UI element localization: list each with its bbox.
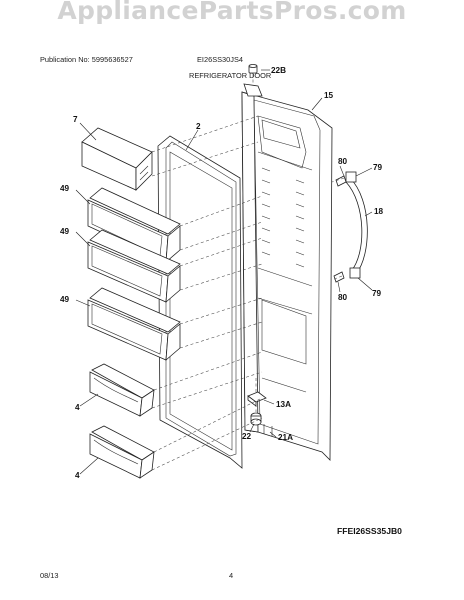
callout-79-upper: 79	[373, 163, 383, 172]
door-handle[interactable]	[345, 171, 368, 279]
leader-lines	[75, 69, 373, 475]
lower-hinge-bracket[interactable]	[247, 391, 267, 407]
callout-7: 7	[73, 115, 78, 124]
callout-4-lower: 4	[75, 471, 80, 480]
watermark: AppliancePartsPros.com	[57, 0, 407, 25]
dairy-bin[interactable]	[81, 127, 153, 191]
door-assembly[interactable]	[241, 83, 333, 461]
model-number: EI26SS30JS4	[197, 55, 244, 64]
assembly-lines	[151, 115, 345, 471]
callout-18: 18	[374, 207, 384, 216]
callout-49-upper: 49	[60, 184, 70, 193]
handle-screw-lower[interactable]	[333, 271, 345, 283]
door-bin-middle[interactable]	[87, 229, 181, 303]
callout-13a: 13A	[276, 400, 291, 409]
door-bin-lower[interactable]	[87, 287, 181, 361]
callout-4-upper: 4	[75, 403, 80, 412]
callout-22b: 22B	[271, 66, 286, 75]
callout-79-lower: 79	[372, 289, 382, 298]
small-bin-upper[interactable]	[89, 363, 155, 417]
callout-49-lower: 49	[60, 295, 70, 304]
callout-22: 22	[242, 432, 252, 441]
callout-21a: 21A	[278, 433, 293, 442]
callout-49-middle: 49	[60, 227, 70, 236]
section-title: REFRIGERATOR DOOR	[189, 71, 272, 80]
footer-date: 08/13	[40, 571, 59, 580]
lower-hinge-bushing[interactable]	[250, 412, 262, 426]
footer-page-number: 4	[229, 571, 233, 580]
callout-80-upper: 80	[338, 157, 348, 166]
callout-2: 2	[196, 122, 201, 131]
callout-15: 15	[324, 91, 334, 100]
door-gasket[interactable]	[157, 135, 243, 469]
hinge-bushing-22b[interactable]	[248, 64, 258, 85]
door-bin-upper[interactable]	[87, 187, 181, 263]
small-bin-lower[interactable]	[89, 425, 155, 479]
publication-number: Publication No: 5995636527	[40, 55, 133, 64]
handle-screw-upper[interactable]	[335, 175, 347, 187]
figure-code: FFEI26SS35JB0	[337, 526, 402, 536]
callout-80-lower: 80	[338, 293, 348, 302]
hinge-screws[interactable]	[263, 424, 273, 436]
